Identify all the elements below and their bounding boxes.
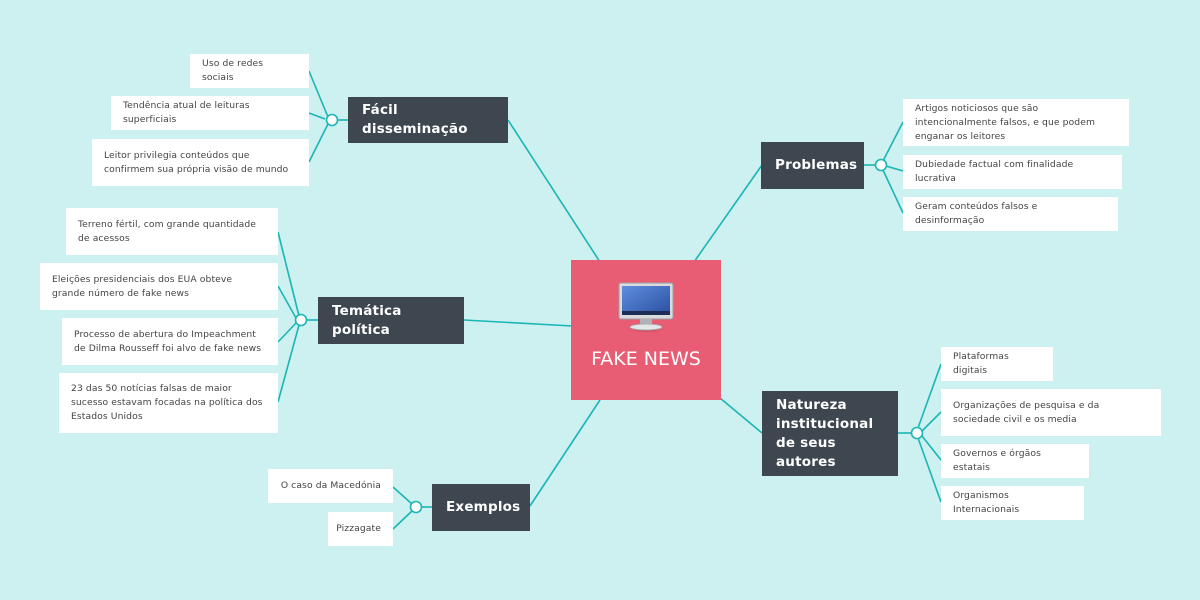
topic-label: Natureza institucional de seus autores [776,396,874,470]
leaf-text: Uso de redes sociais [202,58,264,83]
leaf-node[interactable]: Artigos noticiosos que são intencionalme… [903,99,1129,146]
leaf-text: Pizzagate [336,523,381,534]
leaf-text: Dubiedade factual com finalidade lucrati… [915,159,1074,184]
topic-label: Fácil disseminação [362,102,468,137]
leaf-node[interactable]: Governos e órgãos estatais [941,444,1089,478]
leaf-node[interactable]: Terreno fértil, com grande quantidade de… [66,208,278,255]
topic-label: Exemplos [446,499,521,515]
leaf-text: Artigos noticiosos que são intencionalme… [915,102,1096,142]
topic-exemplos[interactable]: Exemplos [432,484,530,531]
monitor-icon [618,282,674,334]
leaf-text: Governos e órgãos estatais [953,448,1041,473]
leaf-node[interactable]: Organizações de pesquisa e da sociedade … [941,389,1161,436]
leaf-text: Leitor privilegia conteúdos que confirme… [104,149,289,175]
leaf-text: Processo de abertura do Impeachment de D… [74,328,262,354]
leaf-node[interactable]: Dubiedade factual com finalidade lucrati… [903,155,1122,189]
leaf-node[interactable]: Geram conteúdos falsos e desinformação [903,197,1118,231]
leaf-text: O caso da Macedónia [280,480,381,491]
central-topic[interactable]: FAKE NEWS [571,260,721,400]
topic-natureza-institucional[interactable]: Natureza institucional de seus autores [762,391,898,476]
leaf-node[interactable]: Pizzagate [328,512,393,546]
topic-tematica-politica[interactable]: Temática política [318,297,464,344]
topic-facil-disseminacao[interactable]: Fácil disseminação [348,97,508,143]
leaf-node[interactable]: O caso da Macedónia [268,469,393,503]
leaf-node[interactable]: Processo de abertura do Impeachment de D… [62,318,278,365]
leaf-text: Terreno fértil, com grande quantidade de… [78,218,257,244]
leaf-node[interactable]: Tendência atual de leituras superficiais [111,96,309,130]
leaf-text: 23 das 50 notícias falsas de maior suces… [71,383,263,422]
leaf-node[interactable]: 23 das 50 notícias falsas de maior suces… [59,373,278,433]
topic-label: Problemas [775,157,858,173]
leaf-node[interactable]: Organismos Internacionais [941,486,1084,520]
leaf-node[interactable]: Eleições presidenciais dos EUA obteve gr… [40,263,278,310]
leaf-text: Tendência atual de leituras superficiais [123,100,250,125]
leaf-text: Organizações de pesquisa e da sociedade … [953,399,1100,425]
topic-problemas[interactable]: Problemas [761,142,864,189]
leaf-node[interactable]: Uso de redes sociais [190,54,309,88]
topic-label: Temática política [332,302,402,338]
leaf-text: Eleições presidenciais dos EUA obteve gr… [52,273,233,299]
leaf-text: Organismos Internacionais [953,490,1020,515]
leaf-node[interactable]: Plataformas digitais [941,347,1053,381]
leaf-node[interactable]: Leitor privilegia conteúdos que confirme… [92,139,309,186]
leaf-text: Plataformas digitais [953,351,1009,376]
central-topic-title: FAKE NEWS [591,348,701,370]
leaf-text: Geram conteúdos falsos e desinformação [915,201,1038,226]
